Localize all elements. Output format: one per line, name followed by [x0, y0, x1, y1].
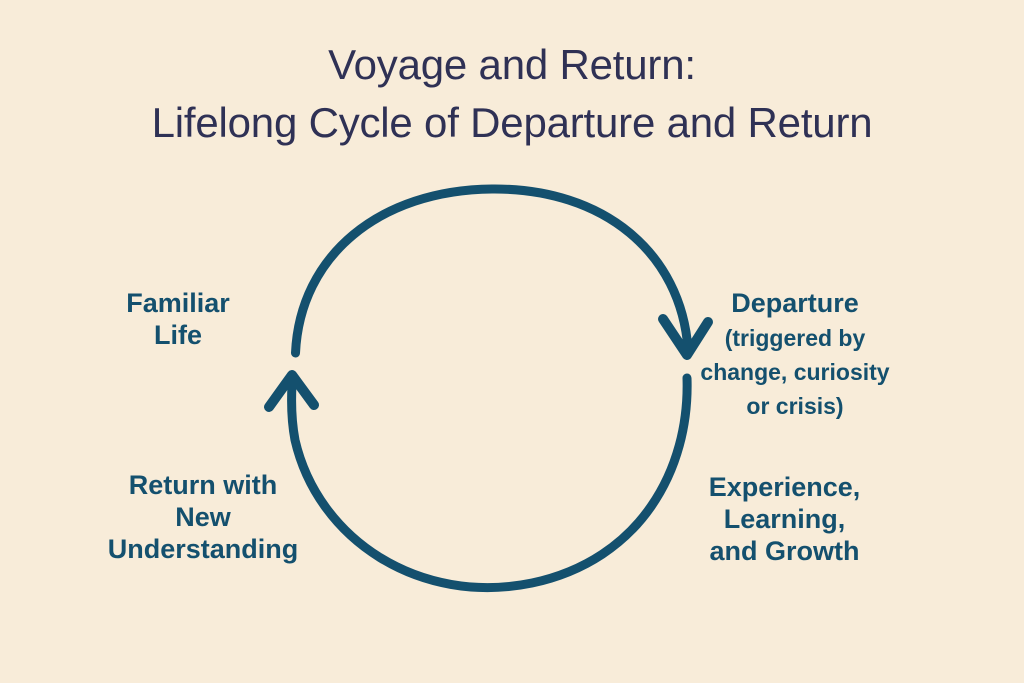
cycle-arc-main	[287, 373, 692, 592]
stage-label-return-with-new-understanding: Return with New Understanding	[78, 470, 328, 566]
stage-label-familiar-life: Familiar Life	[58, 288, 298, 352]
return-line-2: New	[175, 501, 231, 532]
stage-label-experience-learning-growth: Experience, Learning, and Growth	[672, 472, 897, 568]
familiar-life-line-1: Familiar	[126, 288, 230, 318]
departure-detail-line-3: or crisis)	[746, 392, 844, 419]
departure-detail-line-1: (triggered by	[724, 324, 866, 351]
stage-label-departure: Departure (triggered by change, curiosit…	[680, 288, 910, 422]
page-title-line-2: Lifelong Cycle of Departure and Return	[151, 99, 873, 146]
departure-heading: Departure	[731, 288, 859, 318]
familiar-life-line-2: Life	[153, 319, 202, 350]
return-line-3: Understanding	[107, 533, 299, 564]
page-title-line-1: Voyage and Return:	[328, 41, 696, 88]
experience-line-1: Experience,	[708, 472, 861, 502]
arrowhead-departure-icon	[658, 314, 713, 360]
page-title: Voyage and Return: Lifelong Cycle of Dep…	[0, 36, 1024, 152]
cycle-arc-top	[291, 184, 693, 358]
departure-detail-line-2: change, curiosity	[700, 358, 890, 385]
arrowhead-familiar-life-icon	[264, 370, 319, 412]
experience-line-3: and Growth	[709, 535, 860, 566]
return-line-1: Return with	[128, 470, 278, 500]
experience-line-2: Learning,	[723, 503, 846, 534]
